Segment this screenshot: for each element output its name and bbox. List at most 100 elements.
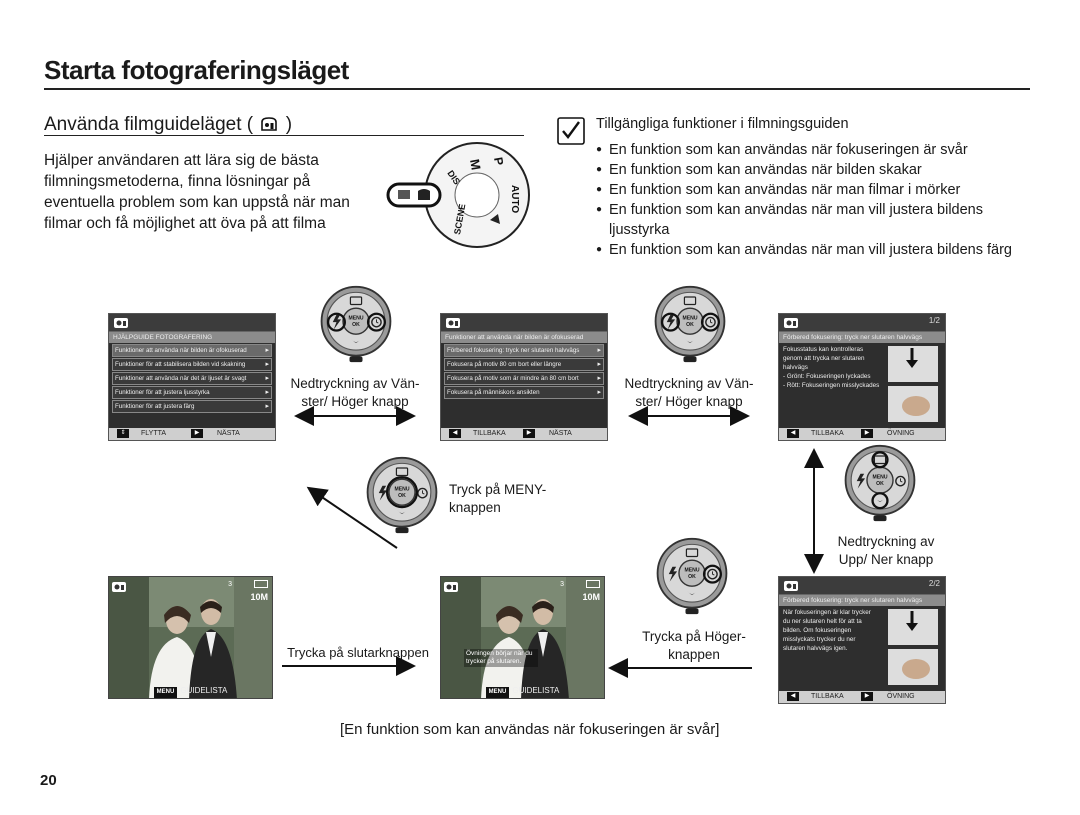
screen-guide-menu: HJÄLPGUIDE FOTOGRAFERING Funktioner att … <box>108 313 276 441</box>
control-dial-menu <box>366 456 438 535</box>
footer-label: GUIDELISTA <box>512 686 560 695</box>
dial-label-m: M <box>467 158 484 171</box>
menu-item[interactable]: Funktioner för att justera ljusstyrka <box>112 386 272 399</box>
screen-focus-page-2: 2/2 Förbered fokusering: tryck ner sluta… <box>778 576 946 704</box>
note-item: En funktion som kan användas när man vil… <box>596 200 1026 240</box>
page-indicator: 1/2 <box>928 316 940 325</box>
menu-item[interactable]: Fokusera på motiv 80 cm bort eller längr… <box>444 358 604 371</box>
note-item: En funktion som kan användas när bilden … <box>596 160 1026 180</box>
note-item: En funktion som kan användas när man vil… <box>596 240 1026 260</box>
footer-label: TILLBAKA <box>811 430 844 437</box>
body-line: bilden. Om fokuseringen <box>783 627 852 634</box>
body-line: genom att trycka ner slutaren <box>783 355 865 362</box>
footer-label: TILLBAKA <box>811 693 844 700</box>
menu-item[interactable]: Funktioner för att justera färg <box>112 400 272 413</box>
photo-status: 3 10M <box>228 580 268 602</box>
footer-label: ÖVNING <box>887 430 915 437</box>
right-arrow-icon: ▶ <box>861 692 873 701</box>
left-arrow-icon: ◀ <box>787 692 799 701</box>
note-icon <box>557 117 585 145</box>
page-title: Starta fotograferingsläget <box>44 55 349 85</box>
menu-item[interactable]: Förbered fokusering: tryck ner slutaren … <box>444 344 604 357</box>
menu-item[interactable]: Fokusera på människors ansikten <box>444 386 604 399</box>
caption-up-down: Nedtryckning av Upp/ Ner knapp <box>837 534 935 567</box>
page-number: 20 <box>40 772 57 789</box>
screen-focus-menu: Funktioner att använda när bilden är ofo… <box>440 313 608 441</box>
dial-label-p: P <box>491 156 506 166</box>
dial-label-auto: AUTO <box>509 185 520 213</box>
screen-footer: ◀ TILLBAKA ▶ NÄSTA <box>441 428 607 440</box>
menu-button-icon: MENU <box>153 687 178 698</box>
menu-item[interactable]: Funktioner för att stabilisera bilden vi… <box>112 358 272 371</box>
screen-header: Funktioner att använda när bilden är ofo… <box>441 332 607 343</box>
screen-header: Förbered fokusering: tryck ner slutaren … <box>779 595 945 606</box>
section-title-end: ) <box>285 114 293 135</box>
caption-left-right-1: Nedtryckning av Vän- ster/ Höger knapp <box>290 376 420 409</box>
body-line: misslyckats trycker du ner <box>783 636 856 643</box>
screen-header: Förbered fokusering: tryck ner slutaren … <box>779 332 945 343</box>
note-title: Tillgängliga funktioner i filmningsguide… <box>596 116 849 132</box>
control-dial-lr-1 <box>320 285 392 364</box>
updown-icon: ⇕ <box>117 429 129 438</box>
image-size: 10M <box>582 592 600 602</box>
control-dial-lr-2 <box>654 285 726 364</box>
image-size: 10M <box>250 592 268 602</box>
screen-body: Fokusstatus kan kontrolleras genom att t… <box>783 345 881 390</box>
control-dial-updown <box>844 444 916 523</box>
left-arrow-icon: ◀ <box>787 429 799 438</box>
title-rule <box>44 88 1030 90</box>
screen-focus-page-1: 1/2 Förbered fokusering: tryck ner sluta… <box>778 313 946 441</box>
screen-header: HJÄLPGUIDE FOTOGRAFERING <box>109 332 275 343</box>
screen-practice-view: 3 10M Övningen börjar när du trycker på … <box>440 576 605 699</box>
mode-dial-illustration: M P DIS AUTO SCENE <box>386 142 530 248</box>
practice-tip: Övningen börjar när du trycker på slutar… <box>464 649 538 667</box>
menu-item[interactable]: Funktioner att använda när bilden är ofo… <box>112 344 272 357</box>
shot-count: 3 <box>560 580 565 588</box>
screen-footer: ◀ TILLBAKA ▶ ÖVNING <box>779 691 945 703</box>
section-title: Använda filmguideläget ( ) <box>44 114 292 136</box>
menu-item[interactable]: Funktioner att använda när det är ljuset… <box>112 372 272 385</box>
footer-label: NÄSTA <box>217 430 240 437</box>
movie-guide-icon <box>261 117 278 131</box>
footer-label: TILLBAKA <box>473 430 506 437</box>
control-dial-right <box>656 537 728 616</box>
footer-label: NÄSTA <box>549 430 572 437</box>
footer-label: GUIDELISTA <box>180 686 228 695</box>
photo-status: 3 10M <box>560 580 600 602</box>
body-line: halvvägs <box>783 364 808 371</box>
body-line: slutaren halvvägs igen. <box>783 645 848 652</box>
body-line: - Rött: Fokuseringen misslyckades <box>783 382 880 389</box>
body-line: du ner slutaren helt för att ta <box>783 618 862 625</box>
body-line: - Grönt: Fokuseringen lyckades <box>783 373 871 380</box>
battery-icon <box>254 580 268 588</box>
note-list: En funktion som kan användas när fokuser… <box>596 140 1026 260</box>
caption-shutter: Trycka på slutarknappen <box>287 645 429 660</box>
left-arrow-icon: ◀ <box>449 429 461 438</box>
note-item: En funktion som kan användas när fokuser… <box>596 140 1026 160</box>
right-arrow-icon: ▶ <box>523 429 535 438</box>
bottom-caption: [En funktion som kan användas när fokuse… <box>340 721 720 738</box>
footer-label: ÖVNING <box>887 693 915 700</box>
caption-right-button: Trycka på Höger-knappen <box>642 629 746 662</box>
caption-menu: Tryck på MENY- knappen <box>449 482 547 515</box>
intro-text: Hjälper användaren att lära sig de bästa… <box>44 152 350 232</box>
body-line: När fokuseringen är klar trycker <box>783 609 871 616</box>
section-rule <box>44 135 524 136</box>
screen-footer: ◀ TILLBAKA ▶ ÖVNING <box>779 428 945 440</box>
menu-item[interactable]: Fokusera på motiv som är mindre än 80 cm… <box>444 372 604 385</box>
battery-icon <box>586 580 600 588</box>
menu-button-icon: MENU <box>485 687 510 698</box>
right-arrow-icon: ▶ <box>191 429 203 438</box>
note-item: En funktion som kan användas när man fil… <box>596 180 1026 200</box>
right-arrow-icon: ▶ <box>861 429 873 438</box>
shot-count: 3 <box>228 580 233 588</box>
arrow-diagonal <box>306 486 398 549</box>
caption-left-right-2: Nedtryckning av Vän- ster/ Höger knapp <box>624 376 754 409</box>
shutter-press-illustration <box>888 609 938 685</box>
body-line: Fokusstatus kan kontrolleras <box>783 346 864 353</box>
page-indicator: 2/2 <box>928 579 940 588</box>
